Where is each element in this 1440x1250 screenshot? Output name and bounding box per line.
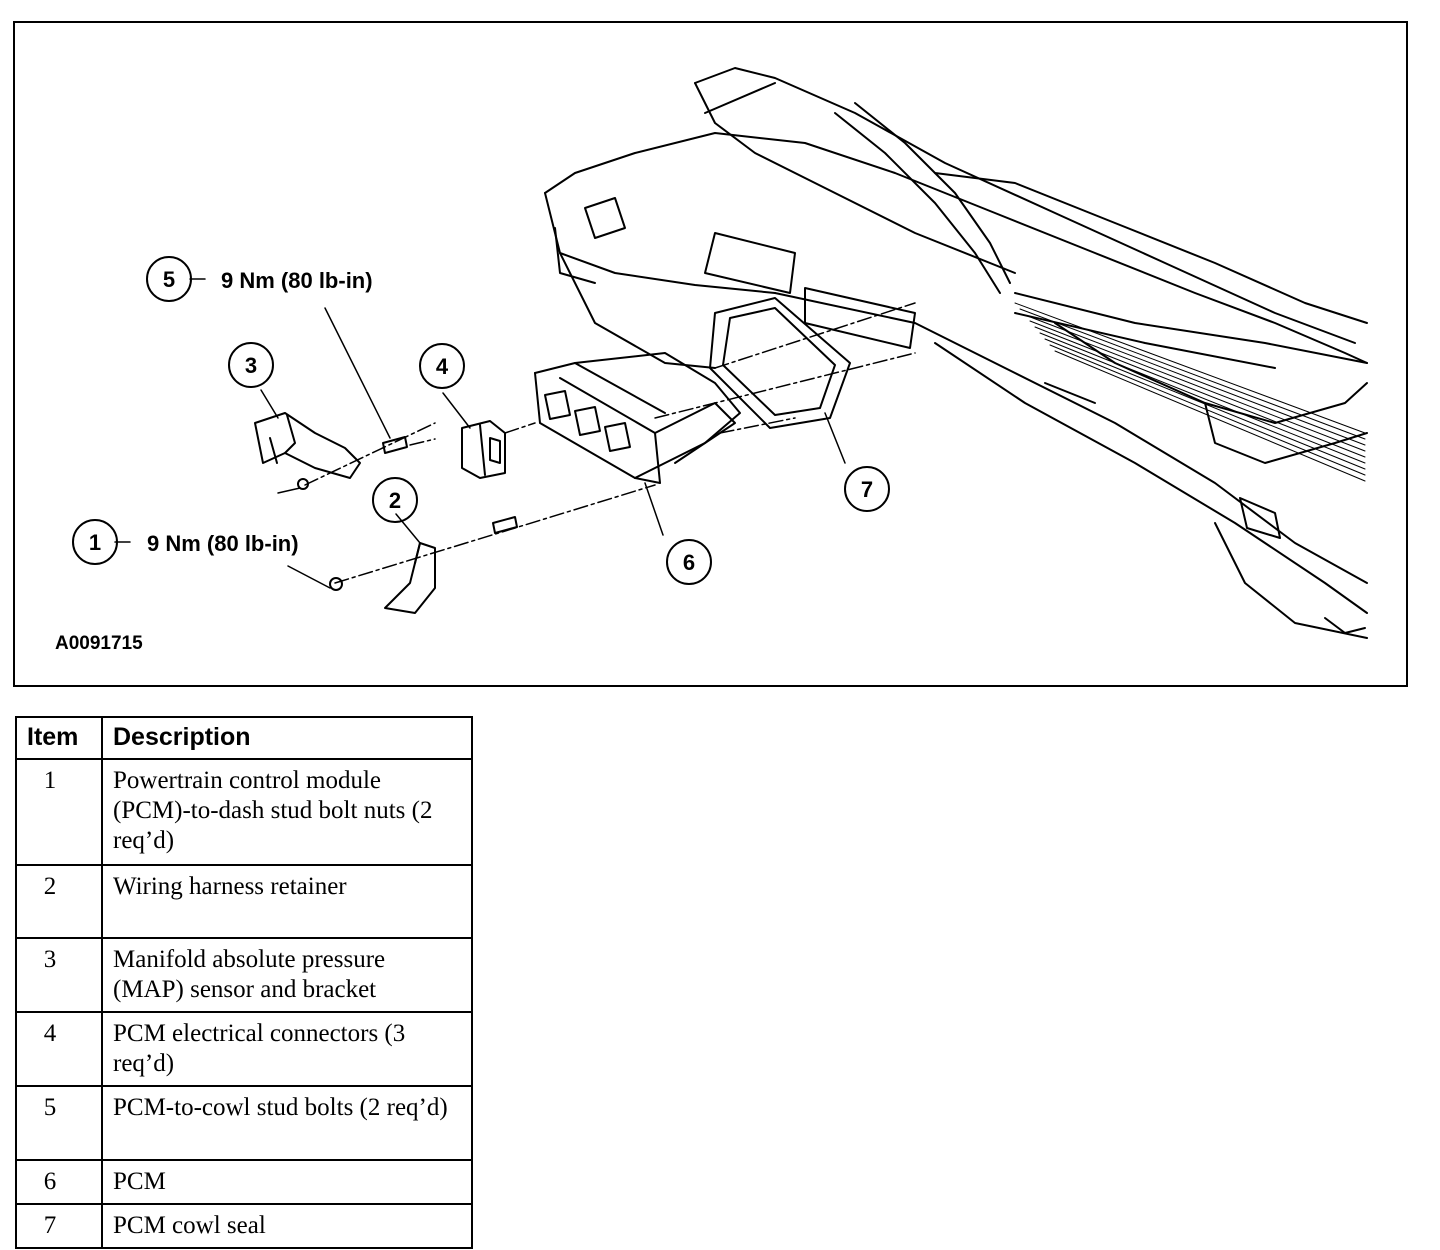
- nut-illustration: [297, 478, 343, 591]
- figure-id: A0091715: [55, 633, 143, 654]
- map-sensor-illustration: [254, 412, 361, 479]
- item-description: PCM-to-cowl stud bolts (2 req’d): [101, 1085, 473, 1161]
- item-description: PCM electrical connectors (3 req’d): [101, 1011, 473, 1087]
- callout-1-torque-label: 9 Nm (80 lb-in): [147, 531, 299, 556]
- exploded-view-diagram: 5 3 4 2 1 6 7 9 Nm (80 lb-in) 9 Nm (80 l…: [72, 67, 1368, 639]
- callout-4-number: 4: [436, 354, 449, 379]
- table-row: 4 PCM electrical connectors (3 req’d): [15, 1011, 473, 1087]
- item-column-header: Item: [15, 716, 103, 760]
- item-description: Manifold absolute pressure (MAP) sensor …: [101, 937, 473, 1013]
- callout-5-number: 5: [163, 267, 175, 292]
- item-number: 7: [15, 1203, 103, 1249]
- item-description: Powertrain control module (PCM)-to-dash …: [101, 758, 473, 866]
- pcm-cowl-seal-illustration: [709, 297, 851, 429]
- harness-retainer-illustration: [384, 542, 436, 614]
- legend-header-row: Item Description: [15, 716, 473, 760]
- callout-6-number: 6: [683, 550, 695, 575]
- legend-table: Item Description 1 Powertrain control mo…: [15, 716, 473, 1249]
- callout-5-torque-label: 9 Nm (80 lb-in): [221, 268, 373, 293]
- item-description: Wiring harness retainer: [101, 864, 473, 939]
- table-row: 3 Manifold absolute pressure (MAP) senso…: [15, 937, 473, 1013]
- callout-7-number: 7: [861, 477, 873, 502]
- item-number: 6: [15, 1159, 103, 1205]
- item-number: 4: [15, 1011, 103, 1087]
- item-number: 2: [15, 864, 103, 939]
- table-row: 2 Wiring harness retainer: [15, 864, 473, 939]
- cowl-panel-illustration: [544, 67, 1368, 639]
- assembly-lines: [304, 302, 916, 584]
- pcm-module-illustration: [534, 352, 741, 484]
- callout-2-number: 2: [389, 488, 401, 513]
- pcm-connector-illustration: [461, 420, 506, 479]
- stud-bolt-illustration: [382, 436, 518, 534]
- description-column-header: Description: [101, 716, 473, 760]
- callout-3-number: 3: [245, 353, 257, 378]
- table-row: 5 PCM-to-cowl stud bolts (2 req’d): [15, 1085, 473, 1161]
- item-description: PCM cowl seal: [101, 1203, 473, 1249]
- table-row: 7 PCM cowl seal: [15, 1203, 473, 1249]
- figure-frame: 5 3 4 2 1 6 7 9 Nm (80 lb-in) 9 Nm (80 l…: [13, 21, 1408, 687]
- table-row: 6 PCM: [15, 1159, 473, 1205]
- table-row: 1 Powertrain control module (PCM)-to-das…: [15, 758, 473, 866]
- item-number: 5: [15, 1085, 103, 1161]
- callout-1-number: 1: [89, 530, 101, 555]
- cowl-grille-hatching: [1014, 302, 1366, 482]
- callout-circles: [72, 256, 890, 585]
- leader-lines: [114, 278, 846, 589]
- item-description: PCM: [101, 1159, 473, 1205]
- item-number: 3: [15, 937, 103, 1013]
- item-number: 1: [15, 758, 103, 866]
